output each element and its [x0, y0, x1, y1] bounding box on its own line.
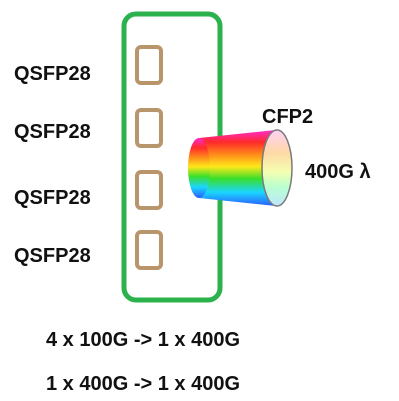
port-slot-icon [135, 230, 163, 270]
port-label: QSFP28 [14, 187, 91, 209]
module-label: CFP2 [262, 106, 314, 128]
port-label: QSFP28 [14, 245, 91, 267]
rainbow-cylinder-icon [188, 129, 293, 207]
caption-line: 4 x 100G -> 1 x 400G [46, 329, 241, 351]
caption-line: 1 x 400G -> 1 x 400G [46, 373, 241, 395]
port-slot-icon [135, 170, 163, 210]
wavelength-label: 400G λ [305, 161, 371, 183]
port-slot-icon [135, 45, 163, 85]
port-label: QSFP28 [14, 121, 91, 143]
port-slot-icon [135, 108, 163, 148]
port-label: QSFP28 [14, 63, 91, 85]
